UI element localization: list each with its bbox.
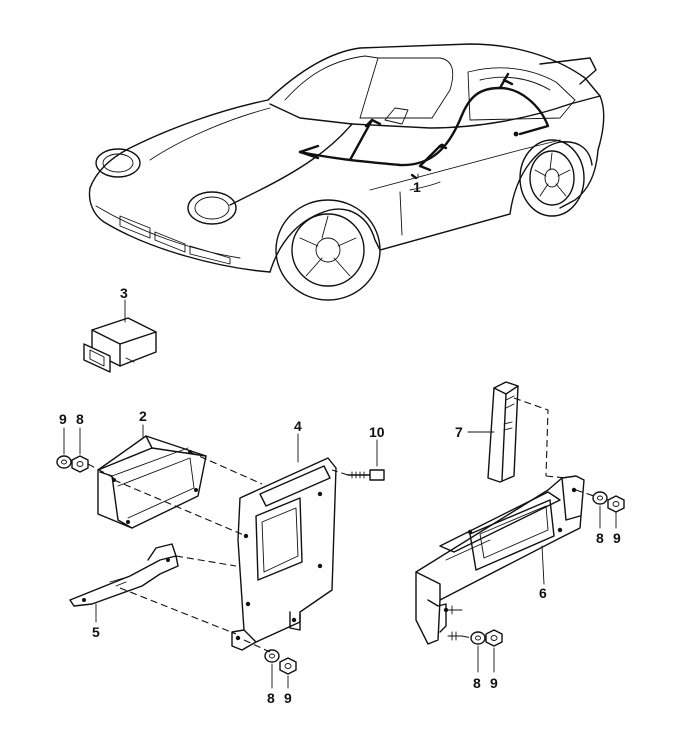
car-illustration — [88, 43, 605, 301]
callout-9-bottom-left: 9 — [284, 690, 292, 706]
callout-8-bottom-right: 8 — [473, 675, 481, 691]
callout-5: 5 — [92, 624, 100, 640]
mounting-bracket-left — [231, 433, 337, 651]
callout-8-top-left: 8 — [76, 411, 84, 427]
callout-2: 2 — [139, 408, 147, 424]
control-unit — [97, 424, 207, 529]
washer-nut-bottom-left — [264, 649, 297, 689]
assembly-lines-left — [87, 451, 349, 653]
small-bracket — [69, 543, 179, 623]
washer-nut-right — [592, 491, 625, 529]
callout-3: 3 — [120, 285, 128, 301]
callout-9-top-left: 9 — [59, 411, 67, 427]
callout-10: 10 — [369, 424, 385, 440]
relay-module — [83, 299, 157, 373]
screw — [347, 439, 385, 481]
callout-8-right: 8 — [596, 530, 604, 546]
callout-9-bottom-right: 9 — [490, 675, 498, 691]
mounting-bracket-right — [415, 475, 585, 645]
callout-9-right: 9 — [613, 530, 621, 546]
wiring-harness — [298, 72, 550, 180]
callout-4: 4 — [294, 418, 302, 434]
washer-nut-bottom-right — [470, 629, 503, 673]
callout-7: 7 — [455, 424, 463, 440]
assembly-lines-right — [461, 397, 595, 639]
callout-8-bottom-left: 8 — [267, 690, 275, 706]
support-strip — [467, 381, 519, 483]
washer-nut-top-left — [56, 427, 89, 473]
right-screws — [447, 605, 463, 641]
callout-6: 6 — [539, 585, 547, 601]
callout-1: 1 — [413, 179, 421, 195]
